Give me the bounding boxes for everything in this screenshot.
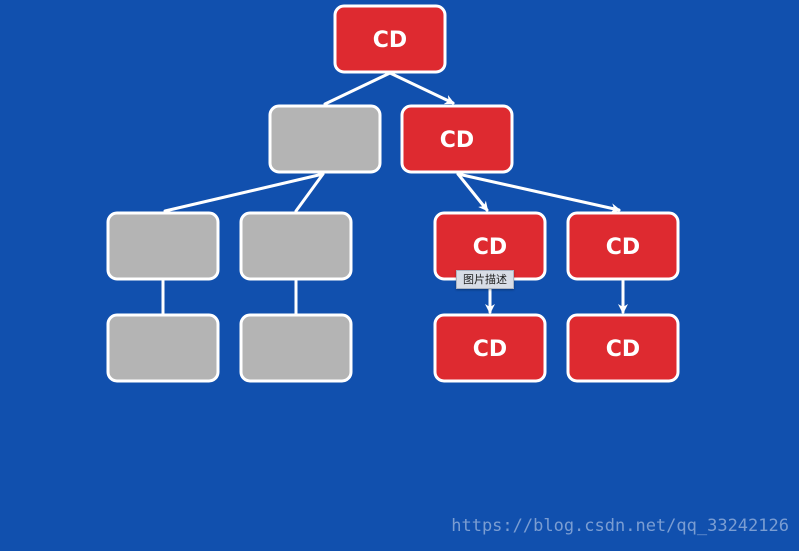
node-r1: CD [402, 106, 512, 172]
edge-root-to-l1 [325, 73, 390, 104]
edge-root-to-r1 [390, 73, 453, 103]
image-description-tooltip: 图片描述 [456, 270, 514, 289]
node-l1b [241, 213, 351, 279]
node-l1a-child [108, 315, 218, 381]
node-label-r1a-child: CD [473, 337, 507, 362]
node-box-l1a-child [108, 315, 218, 381]
nodes-layer: CD CD CD CD CD CD [108, 6, 678, 381]
node-r1a-child: CD [435, 315, 545, 381]
watermark-text: https://blog.csdn.net/qq_33242126 [451, 516, 789, 536]
node-label-root: CD [373, 28, 407, 53]
node-r1b: CD [568, 213, 678, 279]
node-box-l1a [108, 213, 218, 279]
node-label-r1b: CD [606, 235, 640, 260]
node-box-l1 [270, 106, 380, 172]
node-label-r1b-child: CD [606, 337, 640, 362]
node-r1b-child: CD [568, 315, 678, 381]
node-label-r1: CD [440, 128, 474, 153]
node-box-l1b-child [241, 315, 351, 381]
node-label-r1a: CD [473, 235, 507, 260]
node-box-l1b [241, 213, 351, 279]
node-l1 [270, 106, 380, 172]
node-l1a [108, 213, 218, 279]
edges-layer [163, 73, 623, 314]
node-root: CD [335, 6, 445, 72]
node-l1b-child [241, 315, 351, 381]
